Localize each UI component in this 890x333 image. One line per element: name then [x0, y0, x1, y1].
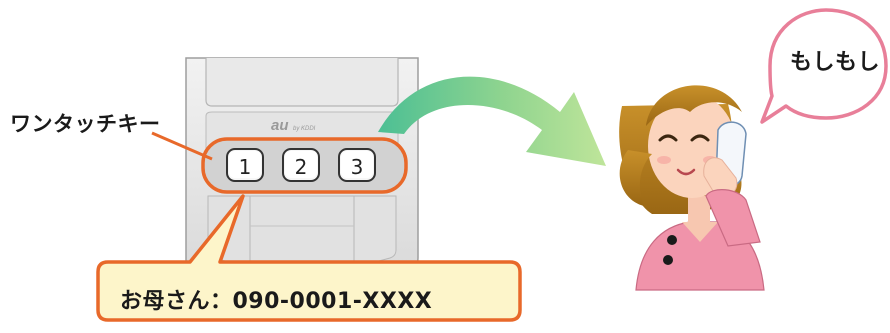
onetouch-key-label: ワンタッチキー — [10, 112, 161, 136]
key-1-label: 1 — [239, 155, 252, 179]
woman-on-phone-illustration — [619, 85, 765, 291]
au-logo: au — [271, 117, 289, 134]
onetouch-keys-group: 1 2 3 — [201, 137, 408, 194]
key-2-label: 2 — [295, 155, 308, 179]
contact-entry-text: お母さん：090-0001-XXXX — [120, 289, 433, 314]
speech-text: もしもし — [790, 50, 881, 75]
onetouch-leader-line — [151, 131, 213, 161]
curved-arrow-icon — [378, 76, 606, 166]
speech-bubble — [760, 8, 888, 124]
kddi-logo: by KDDI — [293, 126, 316, 132]
key-1[interactable]: 1 — [226, 148, 264, 182]
key-3-label: 3 — [351, 155, 364, 179]
key-3[interactable]: 3 — [338, 148, 376, 182]
contact-callout — [96, 194, 522, 322]
key-2[interactable]: 2 — [282, 148, 320, 182]
